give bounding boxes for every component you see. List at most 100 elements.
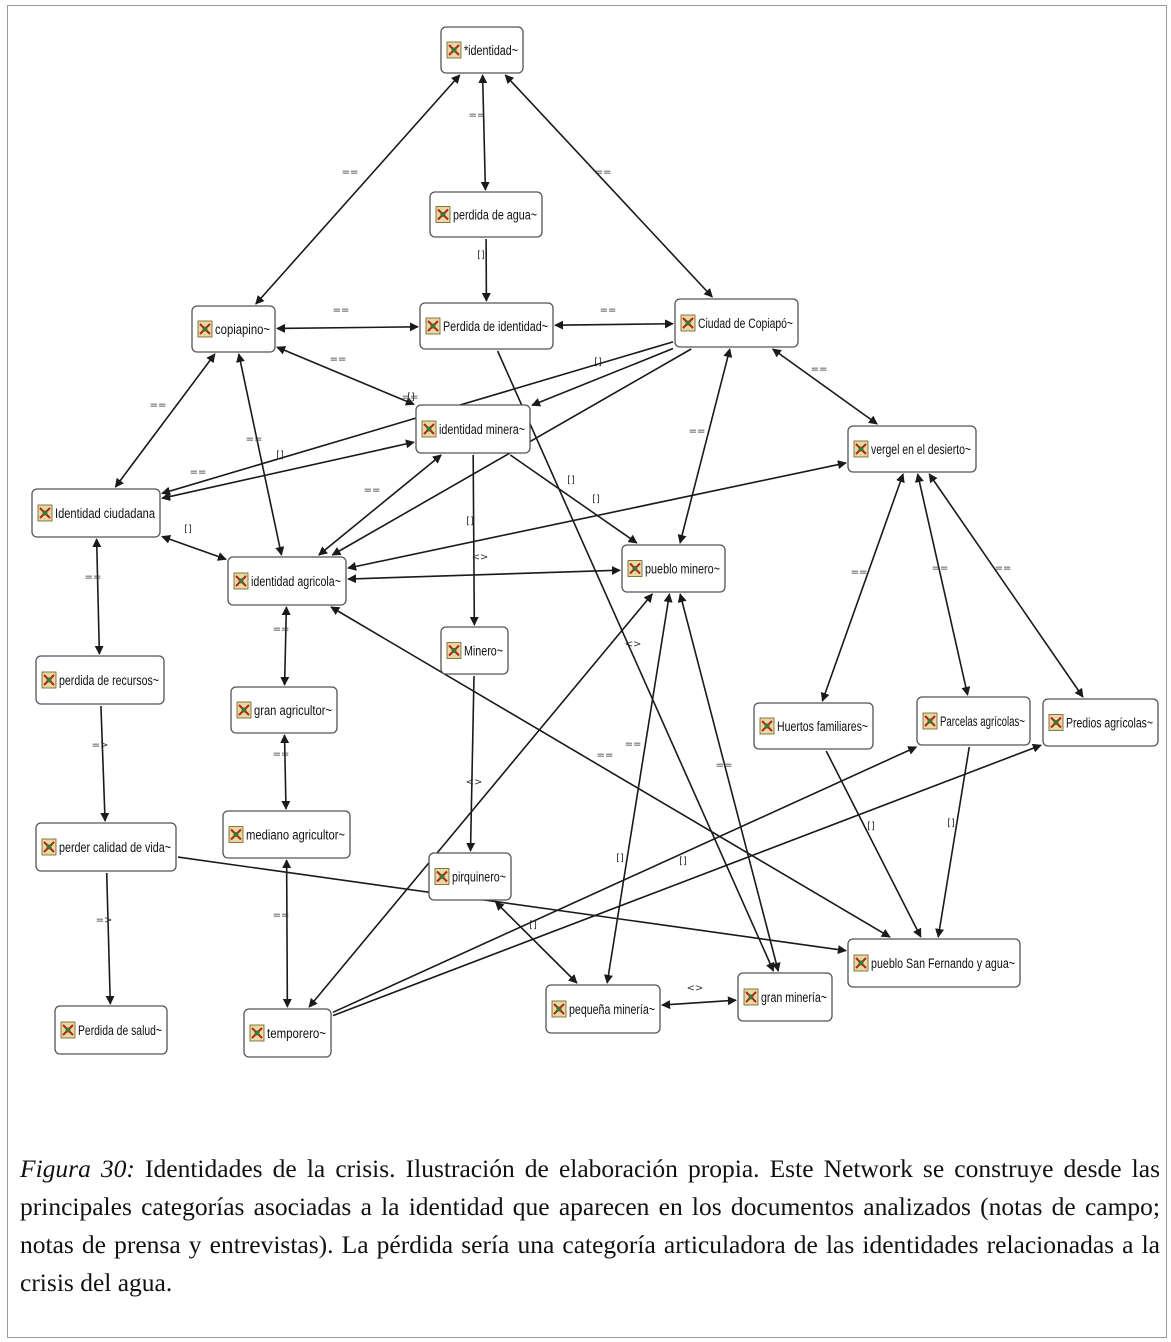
edge-label: []: [477, 250, 485, 261]
node-gran-mineria[interactable]: gran minería~: [737, 972, 833, 1022]
edge-vergel-predios: [928, 473, 1084, 698]
edge-label: ==: [595, 167, 612, 178]
edge-label: ==: [330, 354, 347, 365]
edge-label: []: [616, 853, 624, 864]
edge-perdida_identidad-ciudad_copiapo: [554, 319, 674, 330]
edge-pequena_mineria-gran_mineria: [661, 996, 737, 1010]
edge-label: ==: [402, 392, 419, 403]
node-parcelas[interactable]: Parcelas agrícolas~: [916, 696, 1031, 746]
node-temporero[interactable]: temporero~: [243, 1008, 332, 1058]
node-ciudad-copiapo[interactable]: Ciudad de Copiapó~: [674, 298, 799, 348]
node-identidad[interactable]: *identidad~: [440, 26, 524, 74]
node-pueblo-sanfernando[interactable]: pueblo San Fernando y agua~: [847, 938, 1021, 988]
node-gran-agricultor[interactable]: gran agricultor~: [230, 686, 338, 734]
node-box: [440, 26, 524, 74]
node-perdida-recursos[interactable]: perdida de recursos~: [35, 655, 165, 705]
edge-copiapino-identidad_agricola: [236, 353, 285, 556]
edge-label: []: [592, 494, 600, 505]
node-box: [737, 972, 833, 1022]
node-identidad-ciudadana[interactable]: Identidad ciudadana: [31, 488, 161, 538]
edge-pueblo_minero-gran_mineria: [677, 593, 781, 972]
edge-perder_calidad-pueblo_sanfernando: [177, 856, 847, 955]
edge-ciudad_copiapo-vergel: [771, 348, 878, 425]
edge-pirquinero-pequena_mineria: [494, 901, 578, 984]
edge-mediano_agricultor-temporero: [282, 859, 292, 1008]
edge-label: <>: [466, 777, 483, 788]
edge-label: []: [276, 450, 284, 461]
node-label: Perdida de identidad~: [443, 319, 548, 334]
node-label: copiapino~: [215, 322, 270, 337]
node-label: Perdida de salud~: [78, 1023, 162, 1038]
node-predios[interactable]: Predios agrícolas~: [1042, 698, 1159, 747]
node-copiapino[interactable]: copiapino~: [191, 305, 276, 353]
code-icon: [425, 317, 441, 335]
edge-label: ==: [190, 467, 207, 478]
edge-label: ==: [932, 563, 949, 574]
node-label: Predios agrícolas~: [1066, 716, 1153, 731]
edge-perdida_recursos-perder_calidad: [100, 705, 110, 822]
node-box: [54, 1005, 168, 1055]
node-label: temporero~: [267, 1026, 326, 1041]
edge-identidad-perdida_agua: [478, 74, 490, 191]
edge-ciudad_copiapo-identidad_minera: [531, 347, 674, 407]
code-icon: [41, 838, 57, 856]
figure-label: Figura 30:: [20, 1154, 135, 1183]
node-label: mediano agricultor~: [246, 828, 345, 843]
code-icon: [37, 504, 53, 522]
edge-minero-pirquinero: [466, 675, 476, 852]
edge-vergel-huertos: [820, 473, 905, 702]
node-label: Minero~: [464, 644, 503, 659]
node-minero[interactable]: Minero~: [440, 626, 509, 675]
node-label: perdida de recursos~: [59, 673, 159, 688]
edge-identidad-copiapino: [255, 74, 461, 305]
edge-label: ==: [625, 739, 642, 750]
code-icon: [680, 314, 696, 332]
edge-label: ==: [333, 305, 350, 316]
edge-identidad_minera-identidad_agricola: [318, 454, 442, 556]
node-label: pirquinero~: [452, 870, 506, 885]
node-pirquinero[interactable]: pirquinero~: [428, 852, 512, 901]
edge-label: ==: [716, 760, 733, 771]
node-box: [916, 696, 1031, 746]
node-perder-calidad[interactable]: perder calidad de vida~: [35, 822, 177, 872]
node-label: Parcelas agrícolas~: [940, 714, 1025, 729]
node-label: identidad minera~: [439, 422, 525, 437]
code-icon: [853, 440, 869, 458]
node-box: [243, 1008, 332, 1058]
node-perdida-salud[interactable]: Perdida de salud~: [54, 1005, 168, 1055]
edge-identidad_agricola-gran_agricultor: [280, 606, 291, 686]
network-diagram: ======[]==========[][][]========[][][][]…: [31, 26, 1159, 1058]
edge-identidad-ciudad_copiapo: [504, 74, 713, 298]
node-identidad-agricola[interactable]: identidad agricola~: [227, 556, 347, 606]
edge-label: ==: [273, 749, 290, 760]
edge-copiapino-perdida_identidad: [276, 322, 419, 333]
edge-label: ==: [273, 624, 290, 635]
edge-identidad_minera-identidad_ciudadana: [161, 439, 415, 501]
edge-identidad_agricola-pueblo_sanfernando: [330, 606, 891, 938]
code-icon: [446, 641, 462, 660]
node-box: [415, 404, 531, 454]
code-icon: [421, 420, 437, 438]
edge-label: ==: [150, 400, 167, 411]
node-pequena-mineria[interactable]: pequeña minería~: [545, 984, 661, 1034]
code-icon: [1048, 713, 1064, 732]
node-box: [1042, 698, 1159, 747]
node-label: pequeña minería~: [569, 1002, 655, 1017]
node-identidad-minera[interactable]: identidad minera~: [415, 404, 531, 454]
node-vergel[interactable]: vergel en el desierto~: [847, 425, 977, 473]
node-huertos[interactable]: Huertos familiares~: [753, 702, 874, 750]
edge-label: ==: [246, 434, 263, 445]
node-box: [191, 305, 276, 353]
node-perdida-identidad[interactable]: Perdida de identidad~: [419, 302, 554, 350]
node-box: [31, 488, 161, 538]
edge-label: ==: [273, 910, 290, 921]
node-box: [440, 626, 509, 675]
node-perdida-agua[interactable]: perdida de agua~: [429, 191, 543, 238]
code-icon: [228, 825, 244, 844]
node-pueblo-minero[interactable]: pueblo minero~: [621, 544, 726, 593]
node-mediano-agricultor[interactable]: mediano agricultor~: [222, 810, 351, 859]
edge-label: ==: [597, 750, 614, 761]
node-label: Ciudad de Copiapó~: [698, 316, 793, 331]
node-label: pueblo San Fernando y agua~: [871, 956, 1015, 971]
code-icon: [759, 717, 775, 735]
